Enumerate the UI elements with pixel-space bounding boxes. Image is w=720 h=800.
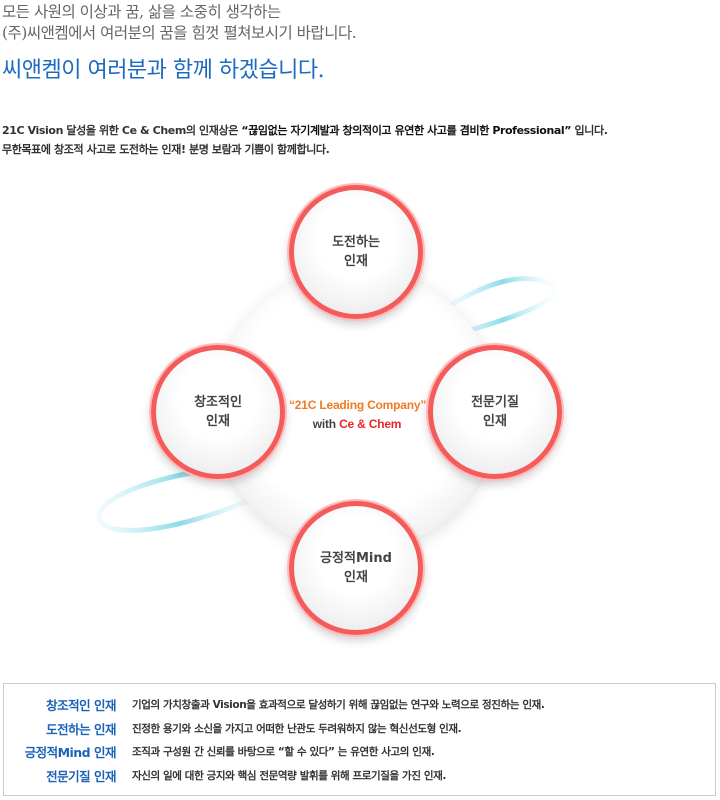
intro-line-1: 모든 사원의 이상과 꿈, 삶을 소중히 생각하는 xyxy=(2,3,281,21)
definition-row: 전문기질 인재 자신의 일에 대한 긍지와 핵심 전문역량 발휘를 위해 프로기질… xyxy=(4,764,446,786)
description-line-1: 21C Vision 달성을 위한 Ce & Chem의 인재상은 “끊임없는 … xyxy=(2,121,608,140)
definitions-box: 창조적인 인재 기업의 가치창출과 Vision을 효과적으로 달성하기 위해 끊… xyxy=(3,683,716,796)
description-line-2: 무한목표에 창조적 사고로 도전하는 인재! 분명 보람과 기쁨이 함께합니다. xyxy=(2,143,330,156)
node-label: 인재 xyxy=(206,414,230,429)
node-label: 창조적인 xyxy=(194,395,242,410)
swoosh-right xyxy=(448,276,559,333)
definition-text: 진정한 용기와 소신을 가지고 어떠한 난관도 두려워하지 않는 혁신선도형 인… xyxy=(132,722,462,735)
node-label: 전문기질 xyxy=(471,395,519,410)
description-post: 입니다. xyxy=(571,124,608,137)
vision-description: 21C Vision 달성을 위한 Ce & Chem의 인재상은 “끊임없는 … xyxy=(2,121,608,159)
definition-text: 기업의 가치창출과 Vision을 효과적으로 달성하기 위해 끊임없는 연구와… xyxy=(132,698,545,711)
intro-text: 모든 사원의 이상과 꿈, 삶을 소중히 생각하는 (주)씨앤켐에서 여러분의 … xyxy=(2,2,357,44)
definition-term: 전문기질 인재 xyxy=(46,768,116,784)
swoosh-decoration xyxy=(96,276,559,533)
node-label: 도전하는 xyxy=(332,235,380,250)
definition-row: 긍정적Mind 인재 조직과 구성원 간 신뢰를 바탕으로 “할 수 있다” 는 … xyxy=(4,740,435,762)
center-title: “21C Leading Company” xyxy=(289,398,427,412)
description-pre: 21C Vision 달성을 위한 Ce & Chem의 인재상은 xyxy=(2,124,242,137)
intro-line-2: (주)씨앤켐에서 여러분의 꿈을 힘껏 펼쳐보시기 바랍니다. xyxy=(2,24,357,42)
center-label: “21C Leading Company” with Ce & Chem xyxy=(289,396,427,434)
node-label: 긍정적Mind xyxy=(320,551,392,566)
node-label: 인재 xyxy=(483,414,507,429)
definition-term: 긍정적Mind 인재 xyxy=(24,744,117,760)
definition-term: 창조적인 인재 xyxy=(46,697,116,713)
slogan-heading: 씨앤켐이 여러분과 함께 하겠습니다. xyxy=(2,58,325,83)
definition-row: 창조적인 인재 기업의 가치창출과 Vision을 효과적으로 달성하기 위해 끊… xyxy=(4,693,545,715)
definition-text: 자신의 일에 대한 긍지와 핵심 전문역량 발휘를 위해 프로기질을 가진 인재… xyxy=(132,769,446,782)
definition-row: 도전하는 인재 진정한 용기와 소신을 가지고 어떠한 난관도 두려워하지 않는 … xyxy=(4,717,461,739)
definition-text: 조직과 구성원 간 신뢰를 바탕으로 “할 수 있다” 는 유연한 사고의 인재… xyxy=(132,745,435,758)
description-quote: “끊임없는 자기계발과 창의적이고 유연한 사고를 겸비한 Profession… xyxy=(241,124,572,137)
node-positive-mind: 긍정적Mind 인재 xyxy=(289,501,423,635)
node-label: 인재 xyxy=(344,254,368,269)
center-brand: Ce & Chem xyxy=(339,417,402,431)
center-with: with xyxy=(312,417,340,431)
node-label: 인재 xyxy=(344,570,368,585)
definition-term: 도전하는 인재 xyxy=(46,721,116,737)
swoosh-left xyxy=(96,462,261,533)
